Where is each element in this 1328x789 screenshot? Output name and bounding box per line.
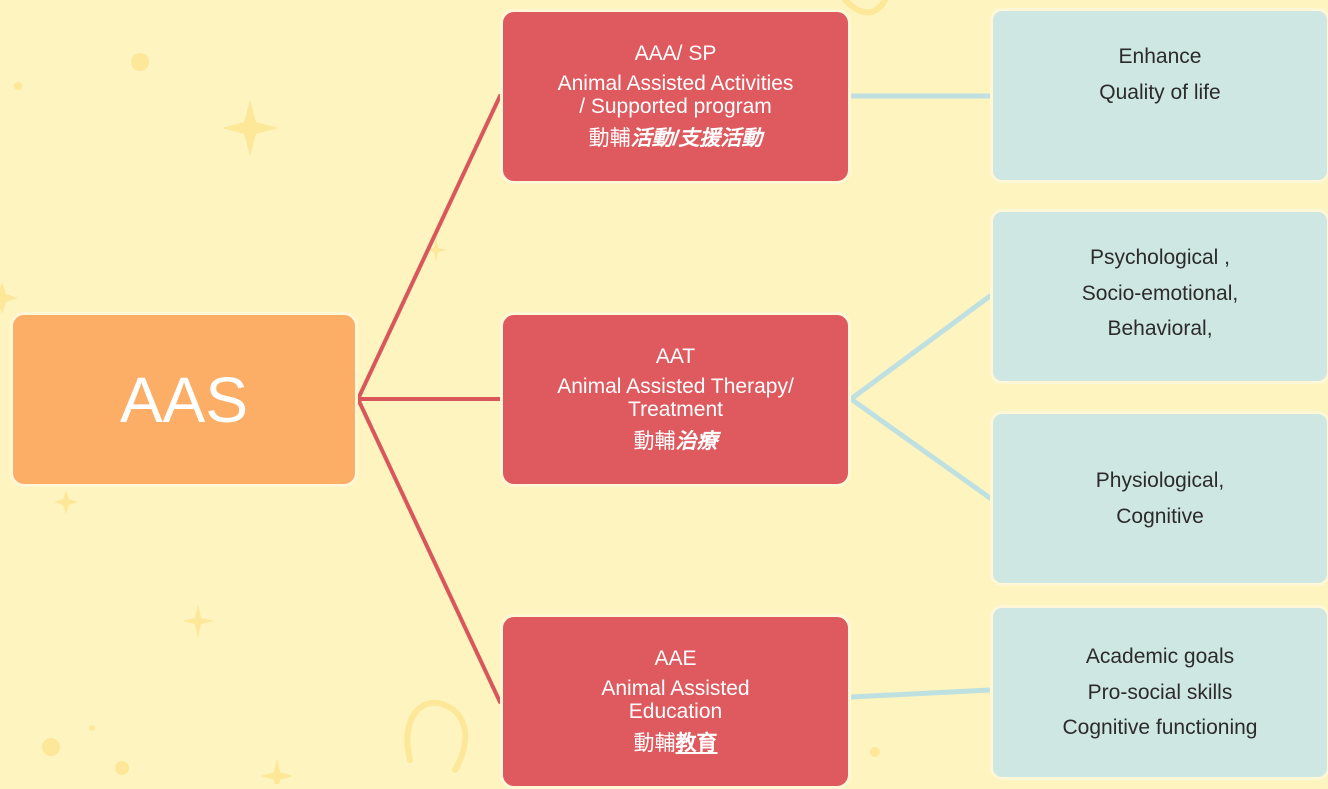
decor-dot (131, 53, 149, 71)
decor-bone (842, 0, 888, 16)
decor-bone (404, 699, 469, 773)
decor-sparkle (182, 604, 214, 638)
outcome-node-psychological: Psychological , Socio-emotional, Behavio… (990, 209, 1328, 384)
decor-dot (115, 761, 129, 775)
branch-chinese-label: 動輔教育 (633, 731, 718, 755)
branch-chinese-prefix: 動輔 (633, 731, 676, 755)
outcome-node-physiological: Physiological, Cognitive (990, 411, 1328, 586)
branch-english-line: Animal Assisted (601, 677, 750, 701)
branch-chinese-prefix: 動輔 (588, 126, 631, 150)
decor-sparkle (54, 490, 78, 514)
outcome-node-academic: Academic goals Pro-social skills Cogniti… (990, 605, 1328, 780)
decor-dot (89, 725, 95, 731)
connector-aat-to-physio (848, 396, 993, 501)
connector-aat-to-psych (848, 293, 993, 402)
outcome-line: Socio-emotional, (1081, 281, 1239, 305)
decor-dot (870, 747, 880, 757)
outcome-line: Cognitive (1116, 504, 1204, 528)
root-label: AAS (119, 363, 249, 436)
branch-node-aaa: AAA/ SP Animal Assisted Activities / Sup… (500, 9, 851, 184)
connector-root-to-aae (356, 397, 502, 704)
branch-chinese-emphasis: 活動/支援活動 (630, 126, 763, 150)
branch-chinese-label: 動輔治療 (633, 429, 718, 453)
decor-dot (42, 738, 60, 756)
decor-dot (14, 82, 22, 90)
branch-chinese-emphasis: 教育 (675, 731, 718, 755)
outcome-line: Pro-social skills (1087, 680, 1233, 704)
outcome-line: Psychological , (1089, 246, 1231, 269)
outcome-line: Academic goals (1085, 644, 1235, 668)
decor-sparkle (0, 282, 18, 314)
connector-root-to-aaa (356, 94, 502, 401)
branch-english-line: Animal Assisted Activities (557, 72, 794, 96)
outcome-line: Behavioral, (1107, 317, 1213, 341)
branch-english-line: Treatment (628, 397, 723, 421)
branch-node-aat: AAT Animal Assisted Therapy/ Treatment 動… (500, 312, 851, 487)
decor-sparkle (222, 100, 278, 156)
connector-aae-to-academic (848, 687, 993, 700)
branch-english-line: Animal Assisted Therapy/ (557, 375, 794, 399)
branch-english-line: Education (628, 699, 723, 723)
decor-sparkle (424, 238, 448, 262)
root-node-aas: AAS (10, 312, 358, 487)
outcome-node-quality-of-life: Enhance Quality of life (990, 8, 1328, 183)
branch-code: AAT (655, 345, 696, 369)
branch-code: AAE (654, 647, 697, 671)
branch-chinese-prefix: 動輔 (633, 429, 676, 453)
branch-chinese-label: 動輔活動/支援活動 (588, 126, 763, 150)
branch-node-aae: AAE Animal Assisted Education 動輔教育 (500, 614, 851, 789)
branch-code: AAA/ SP (634, 42, 717, 66)
branch-chinese-emphasis: 治療 (675, 429, 718, 453)
outcome-line: Cognitive functioning (1062, 716, 1258, 740)
outcome-line: Physiological, (1095, 468, 1225, 492)
outcome-line: Enhance (1118, 45, 1202, 68)
outcome-line: Quality of life (1099, 80, 1221, 104)
branch-english-line: / Supported program (579, 94, 772, 118)
decor-sparkle (261, 758, 293, 784)
